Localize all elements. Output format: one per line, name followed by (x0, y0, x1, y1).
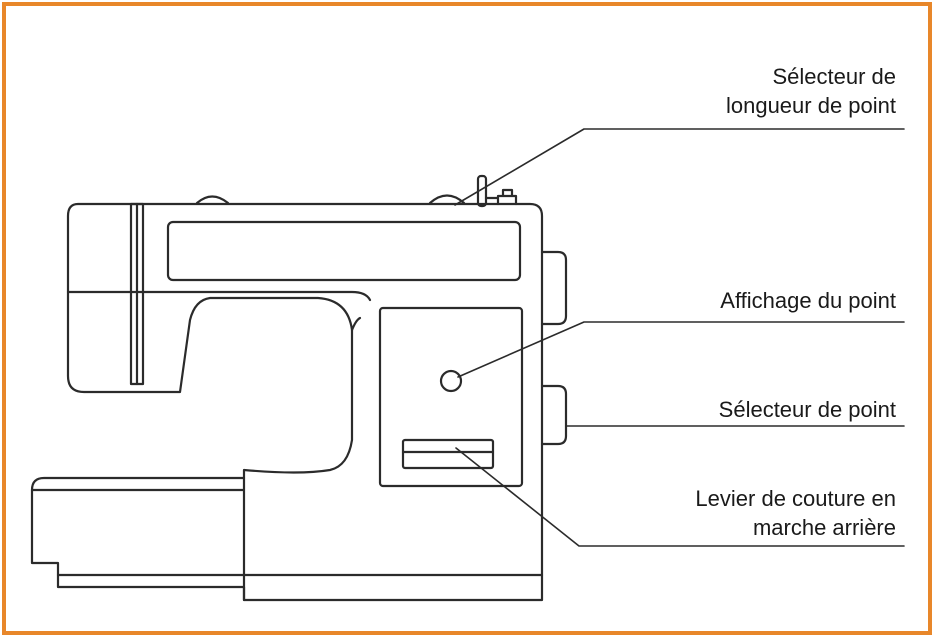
free-arm (30, 476, 246, 602)
leader-stitch-display (457, 321, 905, 378)
label-reverse-lever-line2: marche arrière (752, 515, 896, 540)
stitch-display-window (439, 369, 463, 393)
top-panel (166, 220, 522, 282)
leader-stitch-length (454, 128, 905, 206)
bobbin-winder (496, 188, 518, 206)
reverse-lever (401, 438, 495, 470)
label-stitch-display-line1: Affichage du point (720, 288, 896, 313)
label-stitch-length-line2: longueur de point (725, 93, 896, 118)
upper-arm-line (66, 290, 372, 302)
label-reverse-lever-line1: Levier de couture en (695, 486, 896, 511)
stitch-length-knob-side (540, 250, 568, 326)
label-reverse-lever: Levier de couture en marche arrière (695, 484, 896, 542)
label-stitch-display: Affichage du point (720, 286, 896, 315)
machine-body (30, 202, 544, 602)
label-stitch-selector-line1: Sélecteur de point (718, 397, 896, 422)
label-stitch-selector: Sélecteur de point (719, 395, 896, 424)
label-stitch-length-selector: Sélecteur de longueur de point (726, 62, 896, 120)
label-stitch-length-line1: Sélecteur de (772, 64, 896, 89)
arm-inner-contour (350, 316, 362, 332)
leader-reverse-lever (455, 447, 905, 547)
bobbin-knob-left (195, 195, 230, 205)
stitch-selector-knob-side (540, 384, 568, 446)
side-panel (378, 306, 524, 488)
